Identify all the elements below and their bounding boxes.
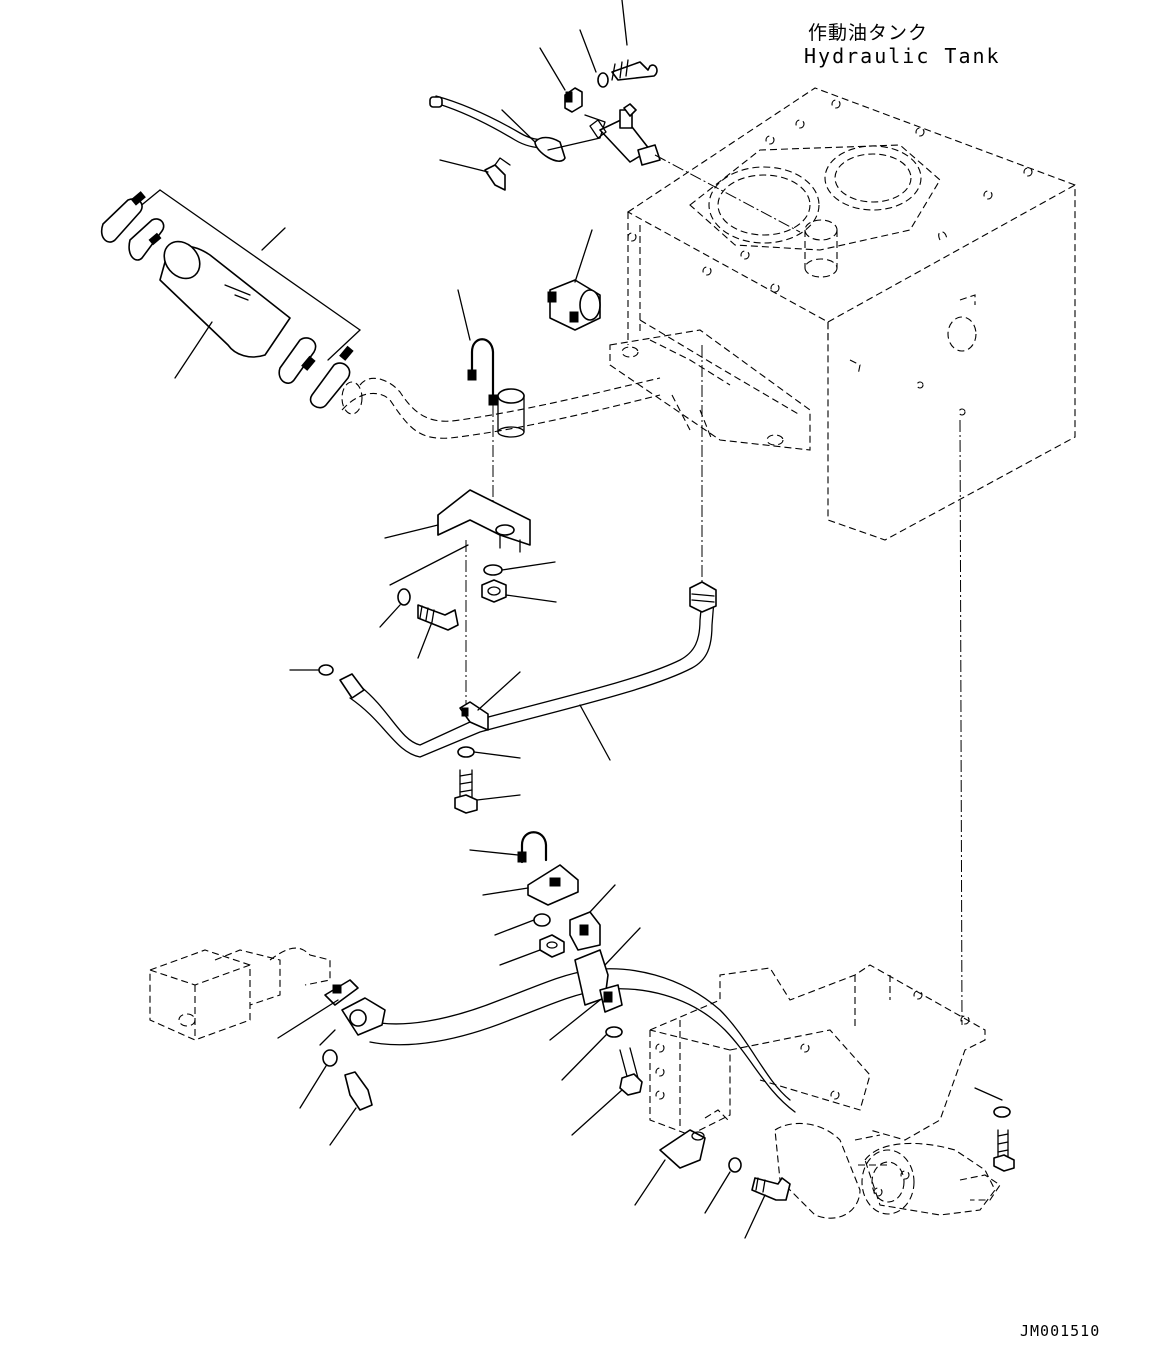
hose-clamp-assembly: [100, 189, 361, 409]
suction-pipe: [341, 377, 661, 439]
split-flange-clamp: [547, 229, 601, 331]
hydraulic-tank-label-japanese: 作動油タンク: [808, 22, 929, 44]
hydraulic-tank: [609, 87, 1076, 541]
drawing-code: JM001510: [1020, 1322, 1101, 1340]
valve-block: [149, 947, 386, 1146]
lower-clamp-set: [469, 831, 616, 966]
lower-hose: [364, 927, 796, 1136]
top-fittings: [429, 0, 801, 233]
hydraulic-tank-label-english: Hydraulic Tank: [804, 44, 1001, 68]
pump-frame: [634, 419, 1015, 1239]
middle-tube: [289, 345, 717, 814]
u-bolt-bracket: [379, 289, 557, 710]
